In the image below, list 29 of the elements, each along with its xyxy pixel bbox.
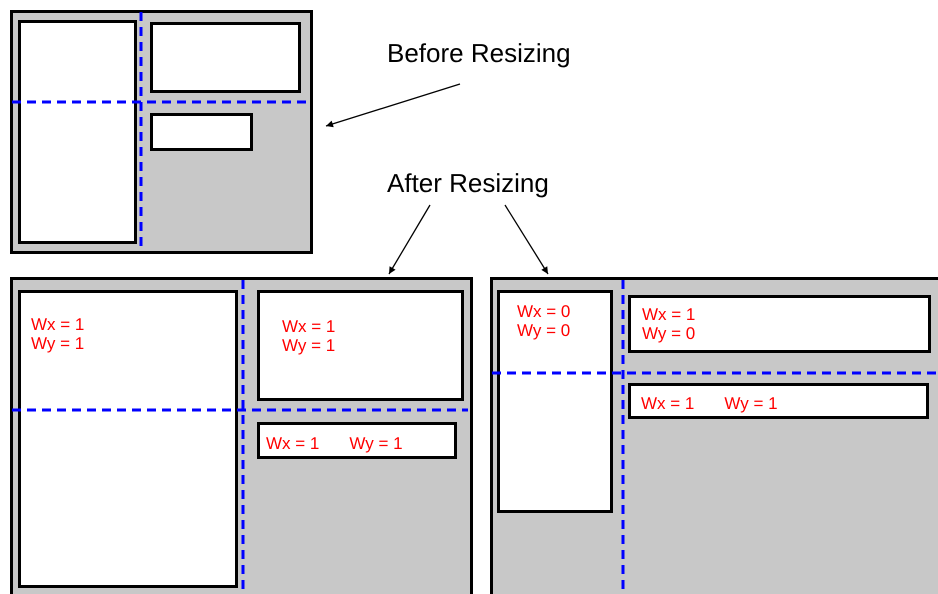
weight-label: Wy = 1	[349, 434, 403, 453]
weight-label: Wy = 1	[31, 334, 86, 353]
arrow	[388, 204, 431, 274]
panel	[497, 290, 613, 513]
panel	[150, 113, 253, 151]
weight-label: Wy = 1	[282, 336, 336, 355]
weight-label: Wx = 1	[282, 317, 336, 336]
arrow	[504, 204, 549, 274]
panel	[18, 20, 137, 244]
weight-label: Wx = 0	[517, 302, 572, 321]
weight-label: Wx = 1	[31, 315, 86, 334]
window-frame	[10, 277, 473, 594]
weight-label: Wy = 1	[724, 394, 778, 413]
heading-label: Before Resizing	[387, 38, 571, 70]
weight-label: Wx = 1	[266, 434, 320, 453]
panel	[150, 22, 301, 93]
weight-label: Wx = 1	[642, 305, 696, 324]
panel	[628, 383, 929, 419]
weight-label: Wx = 1	[641, 394, 694, 413]
weight-label: Wy = 0	[517, 321, 572, 340]
weight-label: Wy = 0	[642, 324, 696, 343]
window-frame	[10, 10, 313, 254]
heading-label: After Resizing	[387, 168, 549, 200]
panel	[257, 422, 457, 459]
panel	[257, 290, 464, 401]
panel	[18, 290, 238, 588]
panel	[628, 295, 931, 353]
window-frame	[490, 277, 938, 594]
arrow	[326, 83, 460, 128]
